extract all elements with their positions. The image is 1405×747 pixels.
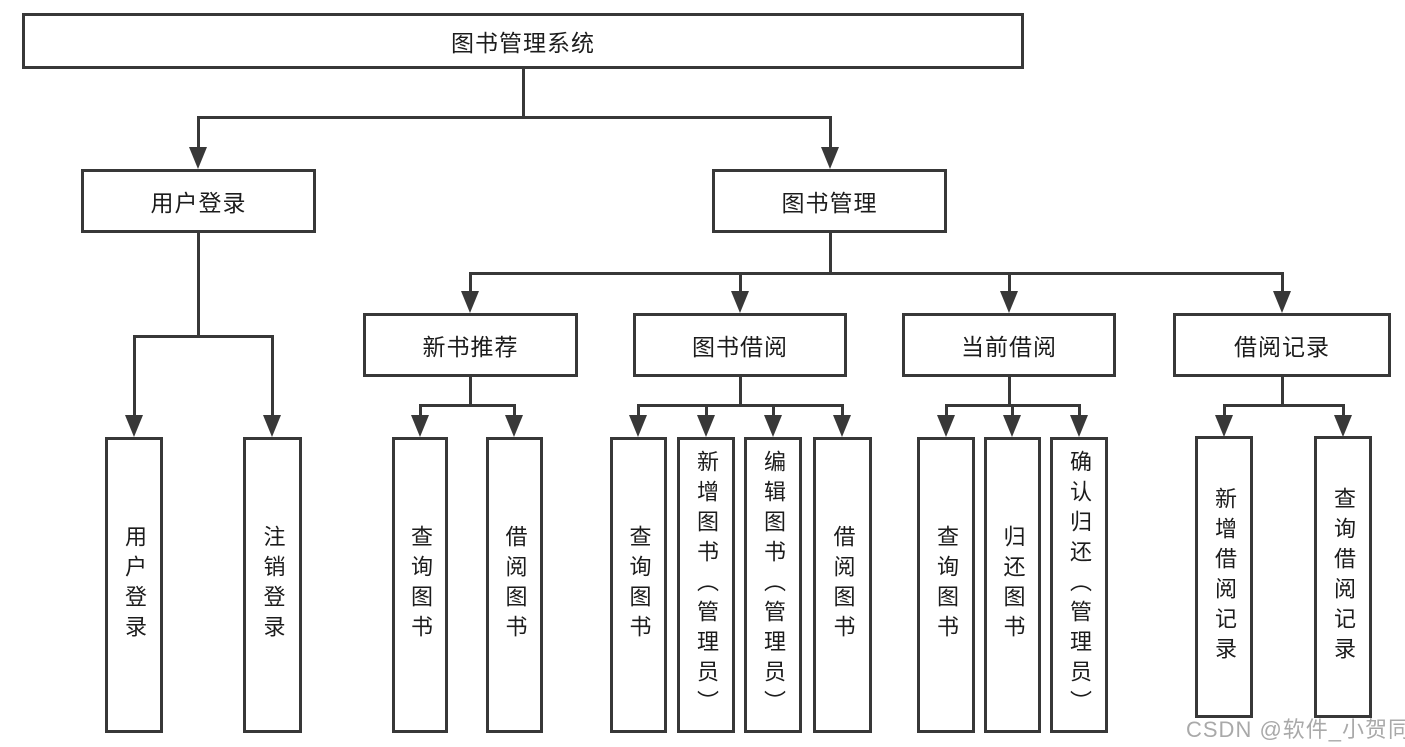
node-leaf-borrow-books: 借阅图书: [813, 437, 872, 733]
arrowhead-icon: [1334, 415, 1352, 437]
arrowhead-icon: [125, 415, 143, 437]
connector-bar-book-management: [468, 271, 1284, 275]
arrowhead-icon: [1215, 415, 1233, 437]
connector-drop-book-management-3: [1280, 273, 1284, 295]
arrowhead-icon: [629, 415, 647, 437]
arrowhead-icon: [1000, 291, 1018, 313]
node-leaf-query-books-current: 查询图书: [917, 437, 975, 733]
arrowhead-icon: [731, 291, 749, 313]
connector-drop-user-login-0: [132, 336, 136, 419]
connector-bar-user-login: [132, 334, 274, 338]
node-leaf-logout: 注销登录: [243, 437, 302, 733]
node-leaf-query-books-borrow: 查询图书: [610, 437, 667, 733]
connector-stem-user-login: [196, 233, 200, 336]
node-leaf-borrow-books-rec: 借阅图书: [486, 437, 543, 733]
node-leaf-confirm-return-admin: 确认归还（管理员）: [1050, 437, 1108, 733]
connector-drop-book-borrowing-1: [704, 405, 708, 419]
connector-stem-borrowing-records: [1280, 377, 1284, 405]
node-leaf-add-books-admin: 新增图书（管理员）: [677, 437, 735, 733]
arrowhead-icon: [263, 415, 281, 437]
connector-drop-new-book-recommend-1: [512, 405, 516, 419]
connector-stem-system: [521, 69, 525, 117]
node-book-borrowing: 图书借阅: [633, 313, 847, 377]
arrowhead-icon: [1070, 415, 1088, 437]
node-book-management: 图书管理: [712, 169, 947, 233]
connector-drop-current-borrowing-2: [1077, 405, 1081, 419]
node-borrowing-records: 借阅记录: [1173, 313, 1391, 377]
node-leaf-edit-books-admin: 编辑图书（管理员）: [744, 437, 802, 733]
node-user-login: 用户登录: [81, 169, 316, 233]
connector-drop-book-borrowing-3: [840, 405, 844, 419]
node-system: 图书管理系统: [22, 13, 1024, 69]
connector-drop-book-management-2: [1007, 273, 1011, 295]
connector-drop-borrowing-records-0: [1222, 405, 1226, 419]
connector-bar-new-book-recommend: [418, 403, 516, 407]
connector-drop-borrowing-records-1: [1341, 405, 1345, 419]
watermark-text: CSDN @软件_小贺同学: [1186, 717, 1405, 742]
connector-drop-user-login-1: [270, 336, 274, 419]
node-current-borrowing: 当前借阅: [902, 313, 1116, 377]
connector-drop-book-management-1: [738, 273, 742, 295]
arrowhead-icon: [697, 415, 715, 437]
arrowhead-icon: [833, 415, 851, 437]
connector-bar-borrowing-records: [1222, 403, 1345, 407]
node-leaf-return-books: 归还图书: [984, 437, 1041, 733]
connector-drop-system-1: [828, 117, 832, 151]
connector-bar-system: [196, 115, 832, 119]
connector-drop-new-book-recommend-0: [418, 405, 422, 419]
connector-stem-book-management: [828, 233, 832, 273]
connector-drop-book-borrowing-0: [636, 405, 640, 419]
connector-drop-system-0: [196, 117, 200, 151]
connector-drop-current-borrowing-0: [944, 405, 948, 419]
arrowhead-icon: [1273, 291, 1291, 313]
arrowhead-icon: [411, 415, 429, 437]
node-new-book-recommend: 新书推荐: [363, 313, 578, 377]
node-leaf-query-borrow-record: 查询借阅记录: [1314, 436, 1372, 718]
connector-bar-book-borrowing: [636, 403, 844, 407]
arrowhead-icon: [1003, 415, 1021, 437]
node-leaf-add-borrow-record: 新增借阅记录: [1195, 436, 1253, 718]
arrowhead-icon: [937, 415, 955, 437]
arrowhead-icon: [764, 415, 782, 437]
connector-stem-current-borrowing: [1007, 377, 1011, 405]
arrowhead-icon: [189, 147, 207, 169]
node-leaf-query-books-rec: 查询图书: [392, 437, 448, 733]
connector-drop-book-borrowing-2: [771, 405, 775, 419]
arrowhead-icon: [821, 147, 839, 169]
connector-drop-book-management-0: [468, 273, 472, 295]
node-leaf-user-login: 用户登录: [105, 437, 163, 733]
connector-stem-new-book-recommend: [468, 377, 472, 405]
arrowhead-icon: [505, 415, 523, 437]
connector-drop-current-borrowing-1: [1010, 405, 1014, 419]
connector-stem-book-borrowing: [738, 377, 742, 405]
arrowhead-icon: [461, 291, 479, 313]
